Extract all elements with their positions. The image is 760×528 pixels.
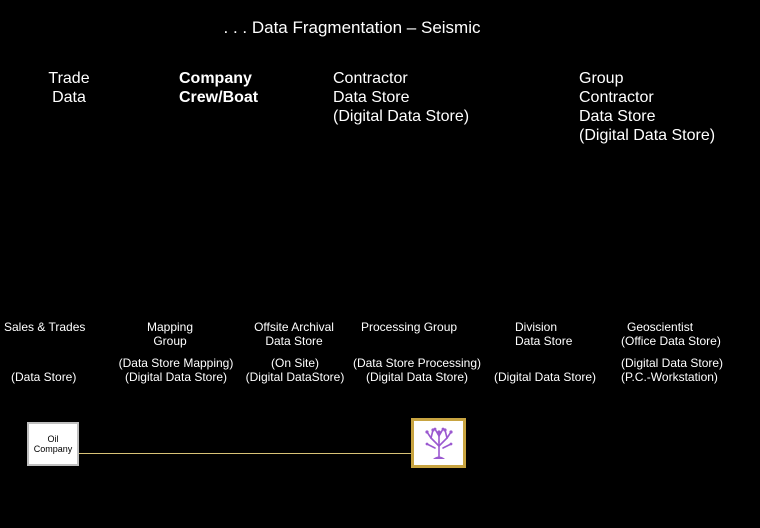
header-line: Crew/Boat xyxy=(179,89,259,106)
group-store-line: (Digital DataStore) xyxy=(245,370,345,384)
header-company-crew-boat: Company Crew/Boat xyxy=(179,69,258,107)
group-store-line: (Data Store Processing) xyxy=(352,356,482,370)
group-name-line: Group xyxy=(153,334,187,348)
group-offsite-archival-name: Offsite Archival Data Store xyxy=(246,320,342,348)
connector-line xyxy=(79,453,412,454)
group-name-line: Offsite Archival xyxy=(254,320,334,334)
group-store-line: (P.C.-Workstation) xyxy=(621,370,718,384)
group-name-line: Geoscientist xyxy=(627,320,694,334)
group-mapping-name: Mapping Group xyxy=(130,320,210,348)
group-sales-trades-store: (Data Store) xyxy=(11,370,76,384)
header-line: Company xyxy=(179,70,252,87)
group-name-line: Data Store xyxy=(265,334,323,348)
header-line: Contractor xyxy=(579,89,654,106)
group-store-line: (On Site) xyxy=(270,356,319,370)
group-name-line: Data Store xyxy=(515,334,573,348)
header-line: Group xyxy=(579,70,624,87)
group-offsite-archival-store: (On Site) (Digital DataStore) xyxy=(240,356,350,384)
group-mapping-store: (Data Store Mapping) (Digital Data Store… xyxy=(112,356,240,384)
group-store-line: (Digital Data Store) xyxy=(365,370,469,384)
group-processing-name: Processing Group xyxy=(361,320,457,334)
group-processing-store: (Data Store Processing) (Digital Data St… xyxy=(346,356,488,384)
header-trade-data: Trade Data xyxy=(40,69,98,107)
header-line: (Digital Data Store) xyxy=(333,108,470,125)
group-division-store: (Digital Data Store) xyxy=(494,370,596,384)
group-store-line: (Data Store Mapping) xyxy=(118,356,234,370)
group-name-line: Mapping xyxy=(146,320,194,334)
header-line: Data Store xyxy=(579,108,656,125)
group-name-line: Processing Group xyxy=(361,320,458,334)
oil-company-label: Oil xyxy=(47,434,59,444)
group-name-line: Sales & Trades xyxy=(4,320,86,334)
group-store-line: (Digital Data Store) xyxy=(124,370,228,384)
oil-company-node: Oil Company xyxy=(27,422,79,466)
group-store-line: (Digital Data Store) xyxy=(494,370,597,384)
header-line: Data Store xyxy=(333,89,410,106)
oil-company-label: Company xyxy=(33,444,73,454)
group-geoscientist-name: Geoscientist (Office Data Store) xyxy=(621,320,721,348)
tree-icon xyxy=(424,427,453,459)
group-store-line: (Data Store) xyxy=(11,370,77,384)
group-division-name: Division Data Store xyxy=(515,320,572,348)
group-geoscientist-store: (Digital Data Store) (P.C.-Workstation) xyxy=(621,356,723,384)
group-store-line: (Digital Data Store) xyxy=(621,356,724,370)
header-group-contractor: Group Contractor Data Store (Digital Dat… xyxy=(579,69,715,145)
page-title: . . . Data Fragmentation – Seismic xyxy=(223,18,481,37)
header-line: Contractor xyxy=(333,70,408,87)
header-line: (Digital Data Store) xyxy=(579,127,716,144)
header-line: Data xyxy=(52,89,86,106)
header-line: Trade xyxy=(48,70,90,87)
group-name-line: Division xyxy=(515,320,558,334)
tree-node xyxy=(411,418,466,468)
group-name-line: (Office Data Store) xyxy=(621,334,721,348)
group-sales-trades-name: Sales & Trades xyxy=(4,320,85,334)
header-contractor-data-store: Contractor Data Store (Digital Data Stor… xyxy=(333,69,469,126)
